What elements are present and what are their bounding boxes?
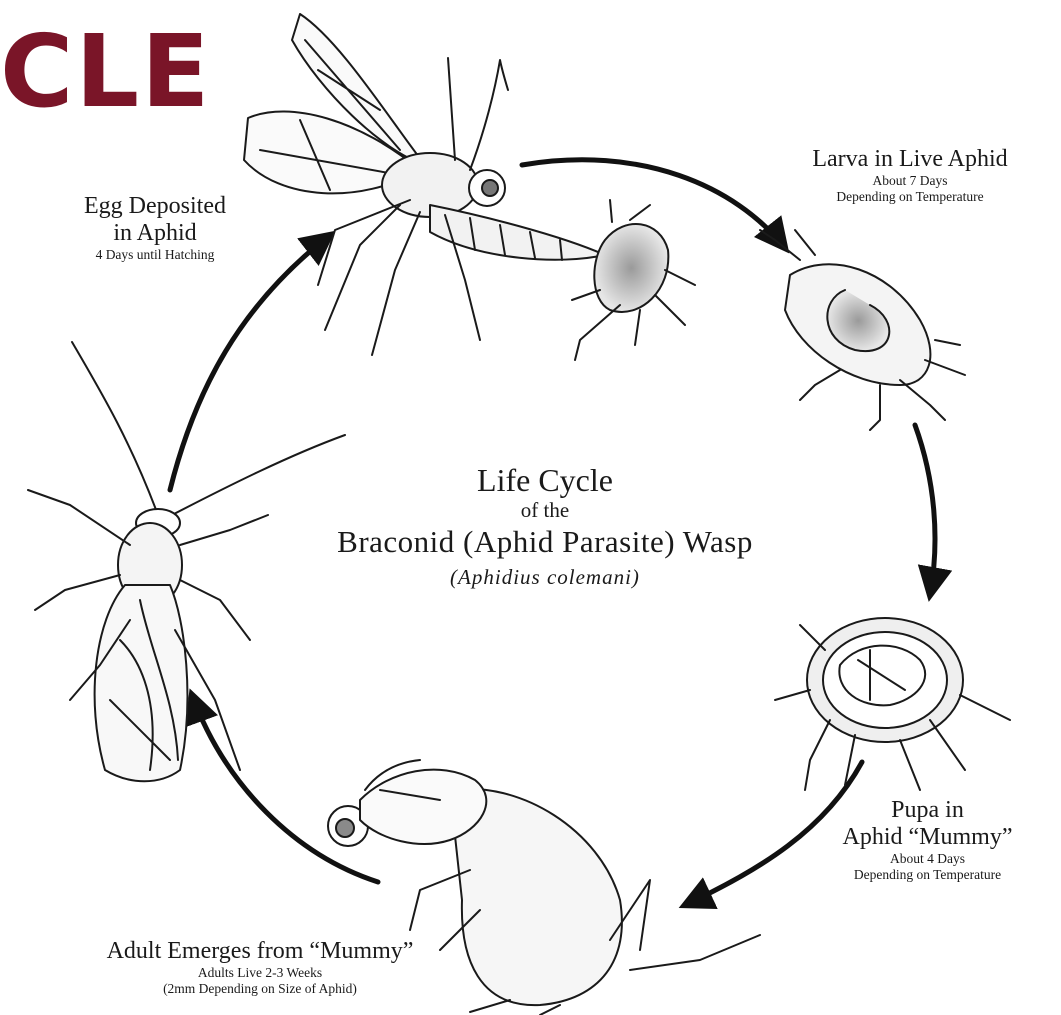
stage-pupa-detail-line1: About 4 Days — [800, 851, 1055, 867]
banner-heading: CLE — [0, 22, 211, 122]
stage-pupa-title-line2: Aphid “Mummy” — [800, 824, 1055, 851]
stage-pupa-label: Pupa in Aphid “Mummy” About 4 Days Depen… — [800, 797, 1055, 883]
diagram-title-block: Life Cycle of the Braconid (Aphid Parasi… — [245, 462, 845, 592]
stage-adult-label: Adult Emerges from “Mummy” Adults Live 2… — [45, 938, 475, 997]
stage-larva-detail-line2: Depending on Temperature — [760, 189, 1060, 205]
stage-larva-title: Larva in Live Aphid — [760, 146, 1060, 173]
stage-larva-label: Larva in Live Aphid About 7 Days Dependi… — [760, 146, 1060, 205]
species-name: (Aphidius colemani) — [245, 562, 845, 592]
stage-egg-title-line1: Egg Deposited — [40, 193, 270, 220]
arrow-larva-to-pupa — [915, 425, 935, 595]
arrow-adult-up-to-egg — [170, 235, 330, 490]
diagram-title-line3: Braconid (Aphid Parasite) Wasp — [245, 522, 845, 562]
stage-egg-title-line2: in Aphid — [40, 220, 270, 247]
pupa-in-mummy-illustration — [775, 618, 1010, 790]
stage-larva-detail-line1: About 7 Days — [760, 173, 1060, 189]
wasp-ovipositing-illustration — [244, 14, 695, 360]
larva-in-aphid-illustration — [760, 230, 965, 430]
diagram-title-line1: Life Cycle — [245, 462, 845, 498]
diagram-title-line2: of the — [245, 498, 845, 522]
stage-pupa-title-line1: Pupa in — [800, 797, 1055, 824]
stage-adult-detail-line1: Adults Live 2-3 Weeks — [45, 965, 475, 981]
stage-egg-label: Egg Deposited in Aphid 4 Days until Hatc… — [40, 193, 270, 263]
stage-adult-title: Adult Emerges from “Mummy” — [45, 938, 475, 965]
stage-adult-detail-line2: (2mm Depending on Size of Aphid) — [45, 981, 475, 997]
arrow-adult-to-egg — [192, 695, 378, 882]
stage-pupa-detail-line2: Depending on Temperature — [800, 867, 1055, 883]
stage-egg-detail: 4 Days until Hatching — [40, 247, 270, 263]
